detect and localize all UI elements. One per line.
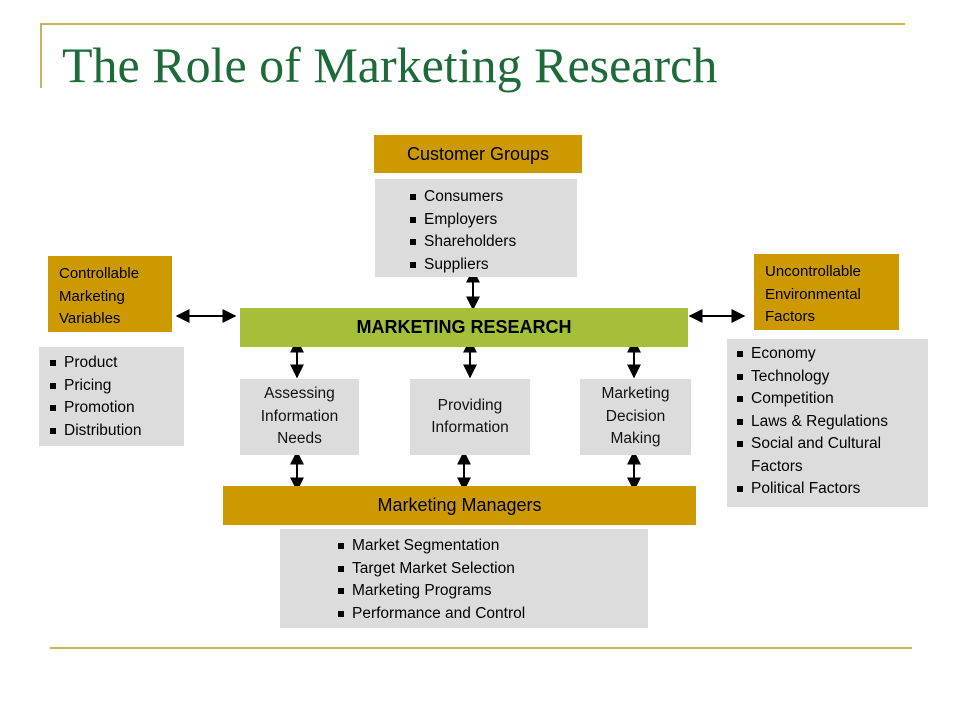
list-item: Social and Cultural <box>737 433 928 456</box>
marketing-managers-bar: Marketing Managers <box>223 486 696 525</box>
uncontrollable-header: Uncontrollable Environmental Factors <box>754 254 899 330</box>
list-item: Target Market Selection <box>338 558 648 581</box>
list-item: Consumers <box>410 186 577 209</box>
list-item: Economy <box>737 343 928 366</box>
controllable-label-line: Controllable <box>59 265 140 282</box>
list-item: Product <box>50 352 184 375</box>
marketing-managers-list: Market Segmentation Target Market Select… <box>338 535 648 625</box>
uncontrollable-label-line: Uncontrollable <box>765 263 861 280</box>
marketing-managers-label: Marketing Managers <box>377 495 542 515</box>
list-item: Technology <box>737 366 928 389</box>
controllable-label-line: Marketing <box>59 287 125 305</box>
list-item: Marketing Programs <box>338 580 648 603</box>
controllable-list: Product Pricing Promotion Distribution <box>50 352 184 442</box>
marketing-research-bar: MARKETING RESEARCH <box>240 308 688 347</box>
customer-groups-list: Consumers Employers Shareholders Supplie… <box>410 186 577 276</box>
function-box-assessing: Assessing Information Needs <box>240 379 359 455</box>
list-item: Distribution <box>50 420 184 443</box>
uncontrollable-label-line: Factors <box>765 308 816 325</box>
marketing-managers-list-box: Market Segmentation Target Market Select… <box>280 529 648 628</box>
controllable-header: Controllable Marketing Variables <box>48 256 172 332</box>
uncontrollable-list-box: Economy Technology Competition Laws & Re… <box>727 339 928 507</box>
customer-groups-list-box: Consumers Employers Shareholders Supplie… <box>375 179 577 277</box>
list-item: Employers <box>410 209 577 232</box>
list-item: Promotion <box>50 397 184 420</box>
page-title: The Role of Marketing Research <box>62 37 718 93</box>
list-item: Factors <box>751 457 803 475</box>
list-item: Shareholders <box>410 231 577 254</box>
list-item: Suppliers <box>410 254 577 277</box>
list-item: Performance and Control <box>338 603 648 626</box>
function-box-providing: Providing Information <box>410 379 530 455</box>
list-item: Pricing <box>50 375 184 398</box>
list-item: Competition <box>737 388 928 411</box>
customer-groups-label: Customer Groups <box>406 143 550 164</box>
list-item: Laws & Regulations <box>737 411 928 434</box>
marketing-research-label: MARKETING RESEARCH <box>356 317 572 337</box>
controllable-label-line: Variables <box>59 310 121 327</box>
list-item: Market Segmentation <box>338 535 648 558</box>
customer-groups-header: Customer Groups <box>374 135 582 173</box>
list-item: Political Factors <box>737 478 928 501</box>
uncontrollable-list: Economy Technology Competition Laws & Re… <box>737 343 928 501</box>
function-box-decision: Marketing Decision Making <box>580 379 691 455</box>
controllable-list-box: Product Pricing Promotion Distribution <box>39 347 184 446</box>
uncontrollable-label-line: Environmental <box>765 285 861 303</box>
